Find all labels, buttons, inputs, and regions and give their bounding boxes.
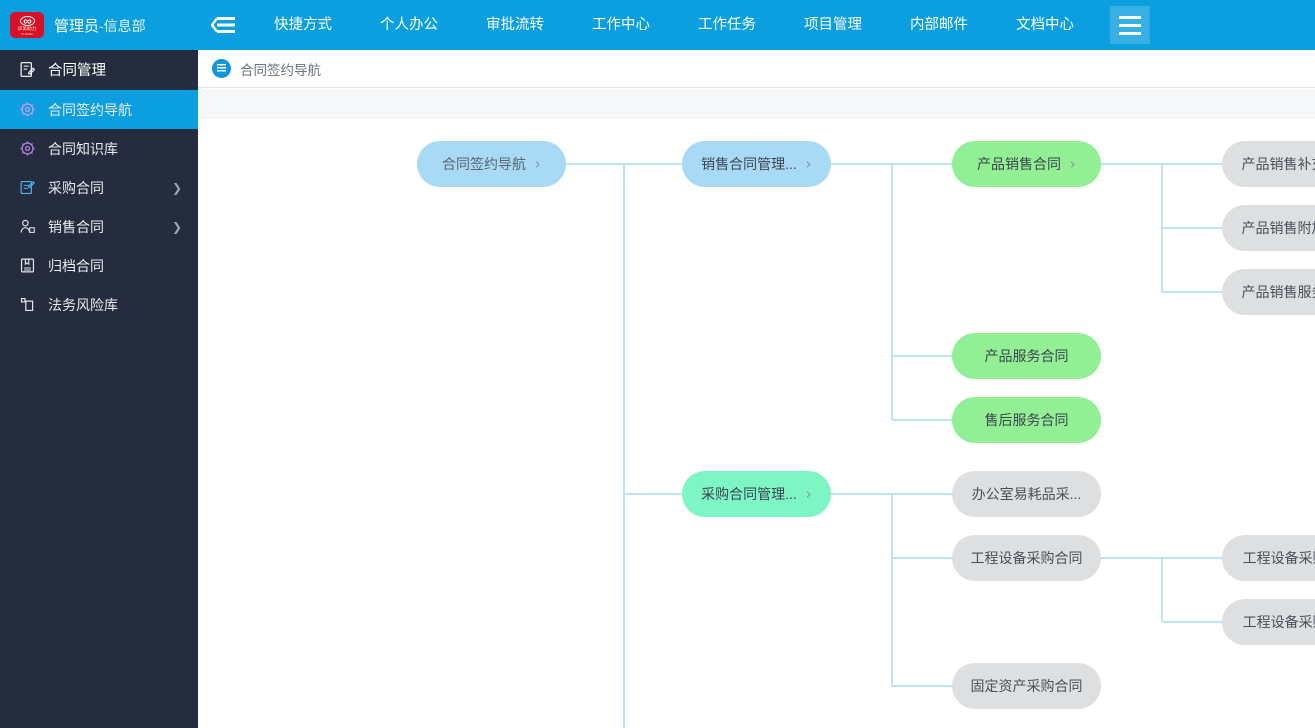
tree-node-s1b[interactable]: 产品销售附加合同 — [1222, 205, 1315, 251]
sidebar-item-label-2: 采购合同 — [48, 179, 104, 196]
nav-item-6[interactable]: 内部邮件 — [910, 17, 968, 33]
tree-node-p2b[interactable]: 工程设备采购变... — [1222, 599, 1315, 645]
sidebar-item-contract-signing-nav[interactable]: 合同签约导航 — [0, 90, 198, 129]
tree-node-label: 产品销售附加合同 — [1241, 220, 1315, 236]
sidebar-item-label-3: 销售合同 — [48, 218, 104, 235]
logo-cn-text: 华美助力 — [17, 25, 37, 32]
sidebar-header: 合同管理 — [0, 50, 198, 90]
sidebar-item-sales-contract[interactable]: 销售合同 ❯ — [0, 207, 198, 246]
tree-node-root[interactable]: 合同签约导航 › — [417, 141, 566, 187]
chevron-right-icon: ❯ — [171, 219, 182, 234]
tree-node-label: 固定资产采购合同 — [970, 678, 1083, 694]
user-stamp-icon — [20, 219, 35, 233]
contract-edit-icon — [20, 62, 36, 77]
company-logo-icon: ∞ 华美助力 HUAMEI — [10, 12, 44, 38]
current-user-dept: -信息部 — [99, 17, 146, 34]
tree-node-label: 工程设备采购续... — [1242, 550, 1315, 566]
sidebar-item-purchase-contract[interactable]: 采购合同 ❯ — [0, 168, 198, 207]
sidebar-header-label: 合同管理 — [48, 63, 106, 79]
nav-item-4[interactable]: 工作任务 — [698, 17, 756, 33]
sidebar-item-legal-risk-base[interactable]: 法务风险库 — [0, 285, 198, 324]
tree-node-p2[interactable]: 工程设备采购合同 — [952, 535, 1101, 581]
tree-node-s1[interactable]: 产品销售合同 › — [952, 141, 1101, 187]
tree-node-label: 采购合同管理... — [701, 486, 797, 502]
tree-node-label: 办公室易耗品采... — [971, 486, 1082, 502]
tree-node-label: 销售合同管理... — [701, 156, 797, 172]
nav-item-1[interactable]: 个人办公 — [380, 17, 438, 33]
sidebar-item-label-5: 法务风险库 — [48, 296, 118, 313]
sidebar-item-archived-contract[interactable]: 归档合同 — [0, 246, 198, 285]
sidebar-item-label-1: 合同知识库 — [48, 140, 118, 157]
tree-connectors — [566, 163, 1222, 728]
tree-node-p1[interactable]: 办公室易耗品采... — [952, 471, 1101, 517]
hamburger-bar-2 — [1119, 23, 1141, 27]
tree-node-s2[interactable]: 产品服务合同 — [952, 333, 1101, 379]
brand-title: 管理员-信息部 — [54, 15, 146, 36]
breadcrumb-label: 合同签约导航 — [240, 62, 321, 78]
hamburger-menu-icon[interactable] — [1110, 6, 1150, 44]
tree-node-label: 产品销售补充合同 — [1241, 156, 1315, 172]
main-nav: 快捷方式 个人办公 审批流转 工作中心 工作任务 项目管理 内部邮件 文档中心 — [250, 0, 1098, 50]
archive-icon — [20, 258, 35, 273]
nav-item-5[interactable]: 项目管理 — [804, 17, 862, 33]
sidebar-item-contract-knowledge-base[interactable]: 合同知识库 — [0, 129, 198, 168]
diagram-canvas: 合同签约导航 › 销售合同管理... › 采购合同管理... › 产品销售合同 › 产品服务合同… — [198, 89, 1315, 728]
tree-node-label: 售后服务合同 — [984, 412, 1069, 428]
tree-node-s1c[interactable]: 产品销售服务合同 — [1222, 269, 1315, 315]
breadcrumb: 合同签约导航 — [198, 50, 1315, 88]
chevron-right-icon: › — [535, 155, 541, 173]
sidebar: 合同管理 合同签约导航 合同知识库 采购合同 — [0, 50, 198, 728]
tree-node-label: 产品销售合同 — [977, 156, 1061, 172]
legal-risk-icon — [20, 297, 34, 312]
hamburger-bar-3 — [1119, 31, 1141, 35]
tree-node-s1a[interactable]: 产品销售补充合同 — [1222, 141, 1315, 187]
chevron-right-icon: › — [1070, 155, 1076, 173]
document-list-icon — [212, 59, 231, 78]
nav-item-0[interactable]: 快捷方式 — [274, 17, 332, 33]
brand-area: ∞ 华美助力 HUAMEI 管理员-信息部 — [0, 0, 198, 50]
edit-doc-icon — [20, 180, 35, 195]
chevron-right-icon: ❯ — [171, 180, 182, 195]
hamburger-bar-1 — [1119, 15, 1141, 19]
gear-icon — [20, 141, 35, 156]
tree-node-p3[interactable]: 固定资产采购合同 — [952, 663, 1101, 709]
tree-node-purch[interactable]: 采购合同管理... › — [682, 471, 831, 517]
gear-icon — [20, 102, 35, 117]
chevron-right-icon: › — [805, 155, 812, 173]
sidebar-item-label-0: 合同签约导航 — [48, 101, 132, 118]
tree-node-label: 产品销售服务合同 — [1241, 284, 1315, 300]
tree-node-label: 工程设备采购变... — [1242, 614, 1315, 630]
nav-item-3[interactable]: 工作中心 — [592, 17, 650, 33]
canvas-top-strip — [198, 89, 1315, 118]
tree-node-sales[interactable]: 销售合同管理... › — [682, 141, 831, 187]
infinity-glyph: ∞ — [19, 15, 35, 27]
nav-item-2[interactable]: 审批流转 — [486, 17, 544, 33]
tree-node-label: 工程设备采购合同 — [970, 550, 1083, 566]
collapse-menu-icon[interactable] — [198, 0, 250, 50]
logo-en-text: HUAMEI — [21, 31, 33, 36]
tree-node-label: 合同签约导航 — [442, 156, 526, 172]
tree-node-s3[interactable]: 售后服务合同 — [952, 397, 1101, 443]
current-user-name: 管理员 — [54, 17, 100, 35]
tree-node-label: 产品服务合同 — [984, 348, 1069, 364]
sidebar-item-label-4: 归档合同 — [48, 257, 104, 274]
nav-item-7[interactable]: 文档中心 — [1016, 17, 1074, 33]
top-bar: ∞ 华美助力 HUAMEI 管理员-信息部 快捷方式 个人办公 审批流转 工作中… — [0, 0, 1315, 50]
tree-node-p2a[interactable]: 工程设备采购续... — [1222, 535, 1315, 581]
chevron-right-icon: › — [805, 485, 812, 503]
